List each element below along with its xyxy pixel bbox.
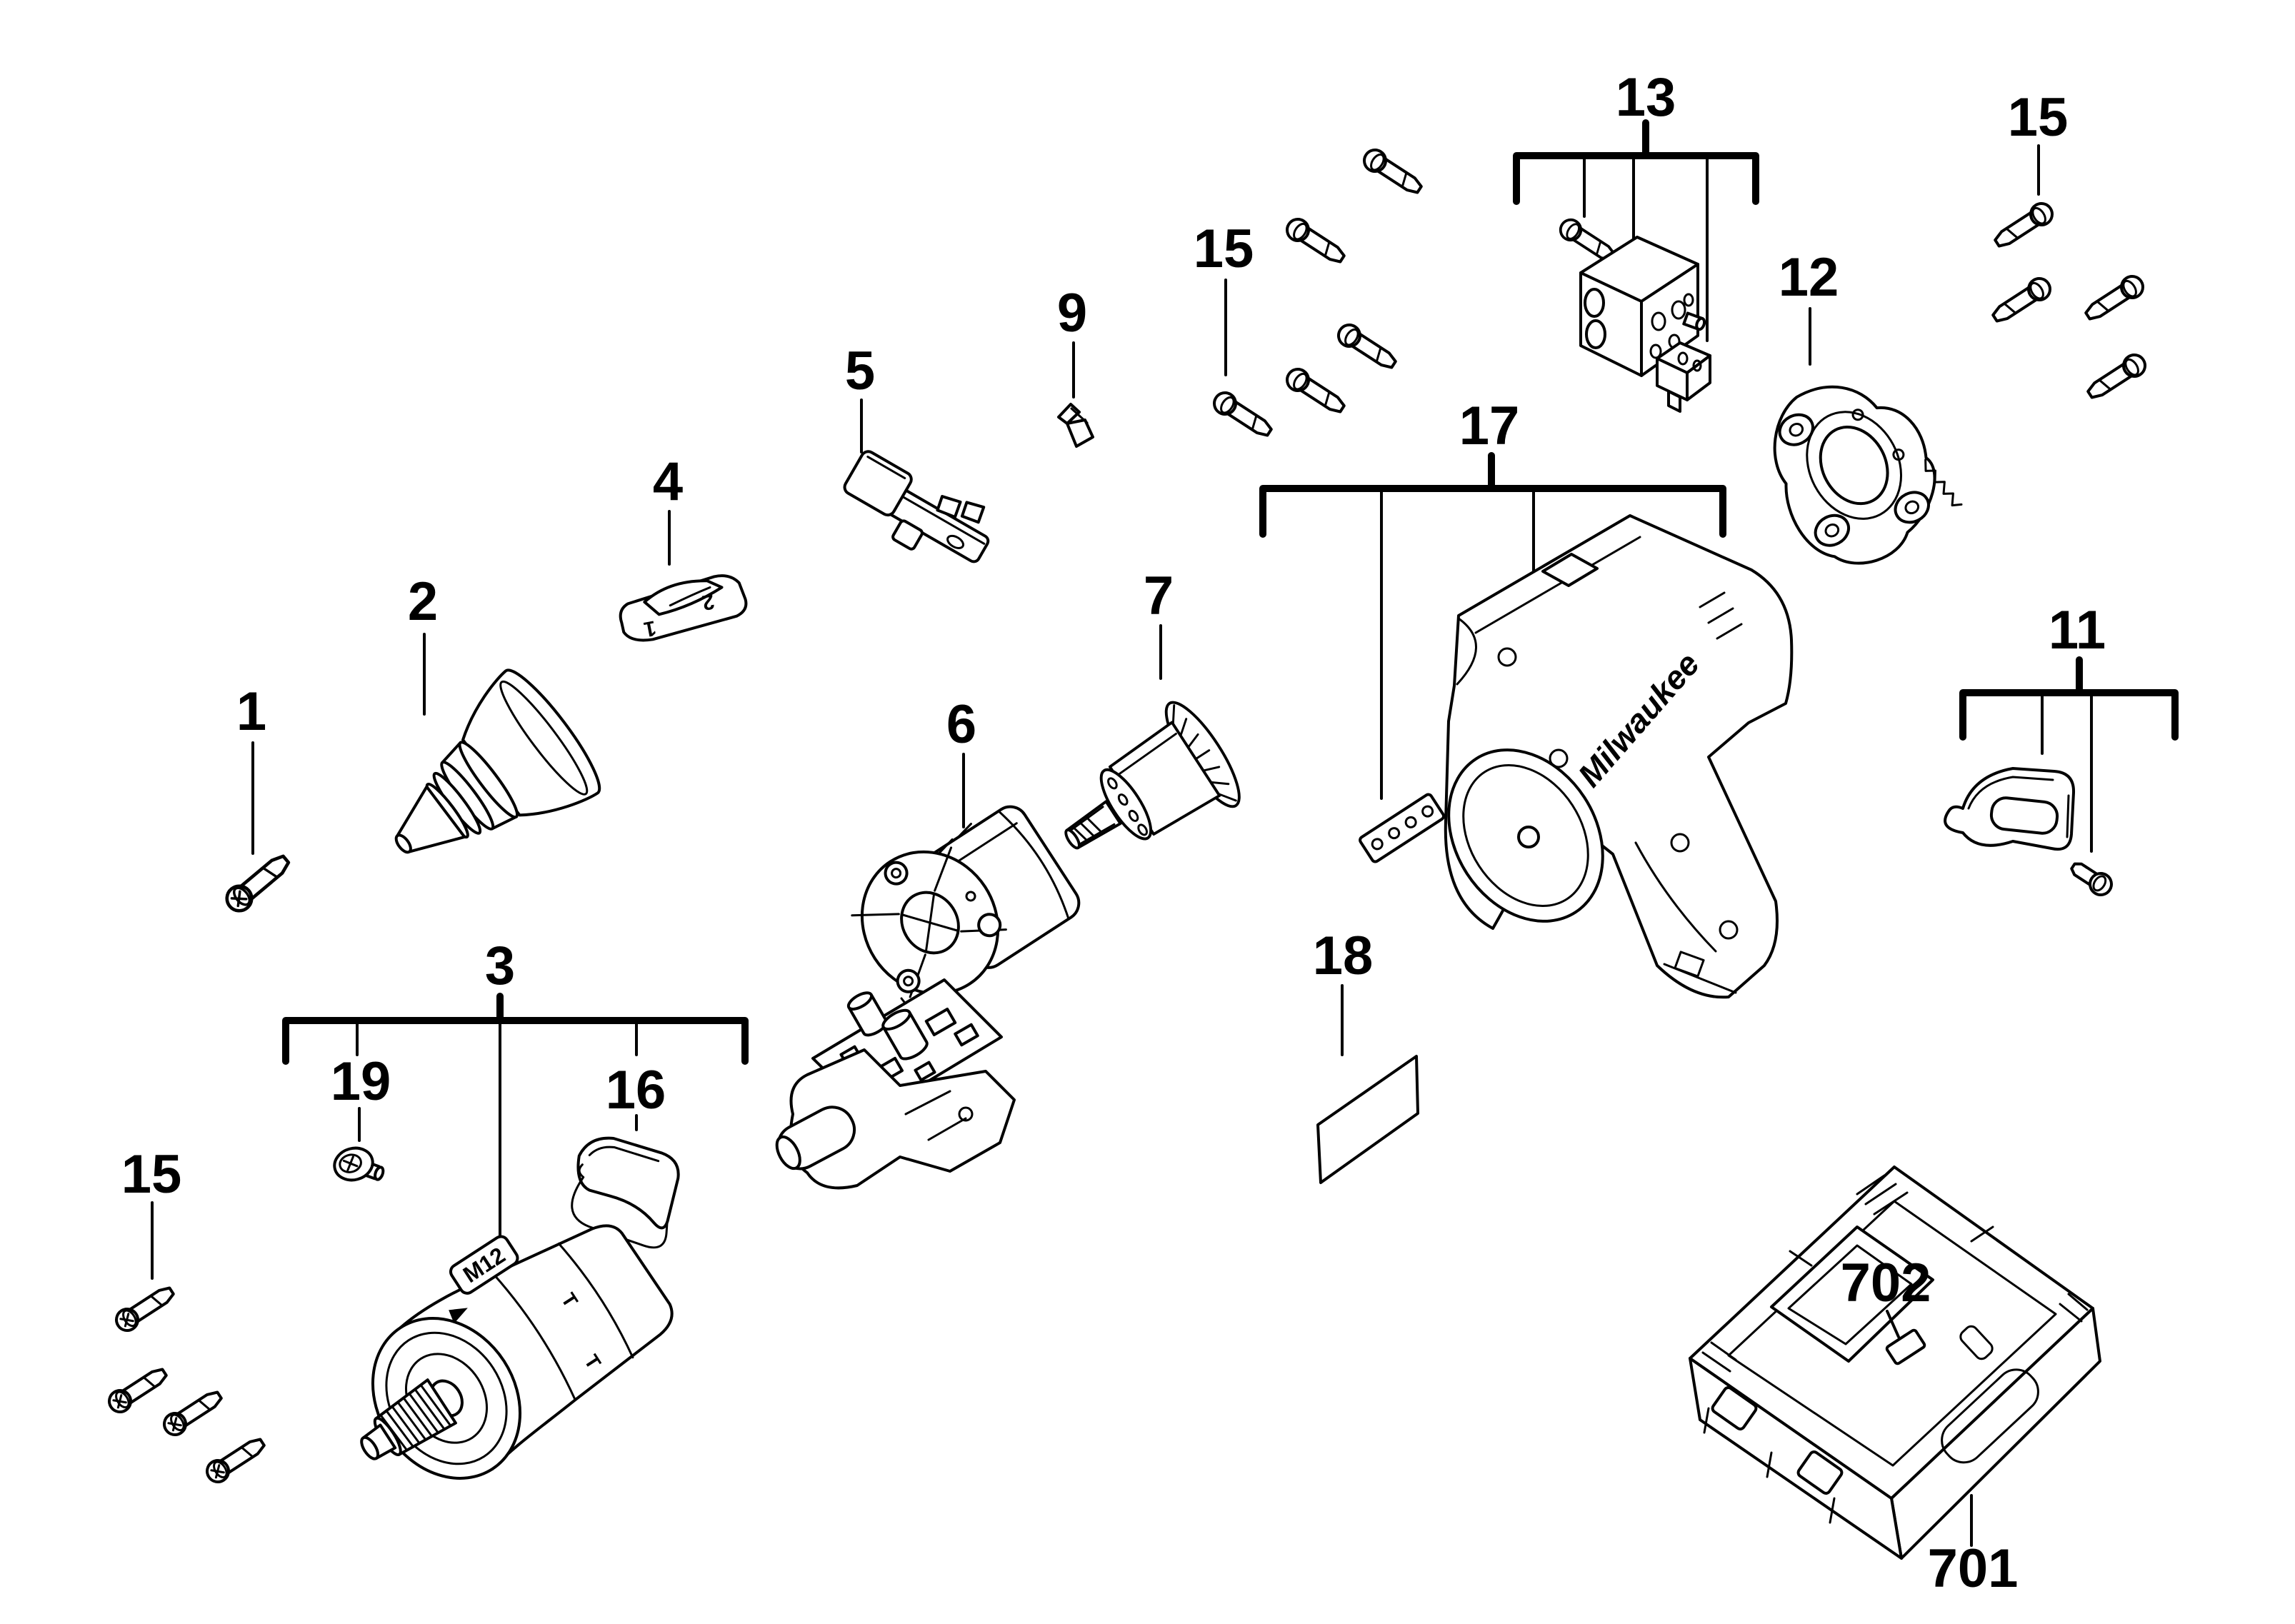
part-17-housing-drawing: Milwaukee — [1444, 514, 1794, 999]
callout-5-label: 5 — [845, 341, 875, 401]
bracket-11-ticks — [2041, 691, 2093, 853]
callout-15-top-right-label: 15 — [2008, 87, 2069, 148]
part-5-forward-reverse-button-drawing — [843, 450, 990, 563]
part-3-gearbox-drawing: M12 T T — [360, 1224, 674, 1480]
selector-high-text: 2 — [700, 589, 716, 615]
callout-702-label: 702 — [1841, 1253, 1931, 1313]
callout-4-label: 4 — [653, 451, 683, 512]
callout-17-label: 17 — [1459, 396, 1520, 456]
callout-12-label: 12 — [1779, 247, 1839, 308]
part-15-middle-screws-drawing — [1209, 144, 1427, 443]
callout-9-label: 9 — [1057, 283, 1087, 344]
part-2-chuck-drawing — [394, 668, 601, 854]
callout-11-label: 11 — [2049, 600, 2106, 661]
bracket-17 — [1259, 452, 1726, 538]
callout-15-bottom-left-label: 15 — [121, 1144, 182, 1205]
part-9-spring-clip-drawing — [1057, 403, 1094, 448]
part-11-belt-clip-drawing — [1944, 767, 2076, 851]
part-1-chuck-screw-drawing — [222, 850, 294, 916]
callout-13-label: 13 — [1616, 67, 1676, 128]
part-701-carrying-case-drawing — [1689, 1166, 2101, 1560]
callout-7-label: 7 — [1144, 566, 1174, 626]
bracket-11 — [1959, 656, 2179, 741]
part-15-top-right-screws-drawing — [1987, 198, 2151, 405]
selector-low-text: 1 — [642, 616, 659, 641]
part-11-clip-screw-drawing — [2070, 862, 2113, 896]
callout-2-label: 2 — [408, 571, 438, 632]
bracket-17-ticks — [1380, 487, 1535, 800]
callout-19-label: 19 — [331, 1051, 391, 1112]
leader-line-702 — [1886, 1310, 1900, 1338]
callout-6-label: 6 — [946, 694, 976, 755]
part-13-terminal-block-drawing — [1656, 341, 1711, 413]
bracket-3-ticks — [356, 1019, 638, 1255]
callout-15-middle-label: 15 — [1194, 219, 1254, 279]
part-15-bottom-left-screws-drawing — [105, 1282, 268, 1486]
part-6-motor-electronics-drawing — [775, 805, 1081, 1190]
bracket-13 — [1513, 119, 1759, 205]
part-12-bearing-plate-drawing — [1773, 385, 1963, 565]
callout-701-label: 701 — [1928, 1538, 2019, 1599]
callout-3-label: 3 — [485, 936, 515, 996]
callout-18-label: 18 — [1313, 926, 1374, 986]
part-16-cover-drawing — [571, 1136, 680, 1249]
callout-16-label: 16 — [606, 1060, 666, 1121]
part-18-warning-label-drawing — [1316, 1055, 1419, 1184]
part-7-rotor-drawing — [1064, 701, 1241, 850]
part-19-detent-button-drawing — [333, 1146, 385, 1182]
part-4-speed-selector-drawing: 2 1 — [619, 574, 748, 642]
part-17-contact-strip-drawing — [1359, 793, 1446, 863]
bracket-13-ticks — [1583, 154, 1709, 342]
callout-1-label: 1 — [236, 681, 266, 742]
bracket-3 — [282, 993, 749, 1065]
